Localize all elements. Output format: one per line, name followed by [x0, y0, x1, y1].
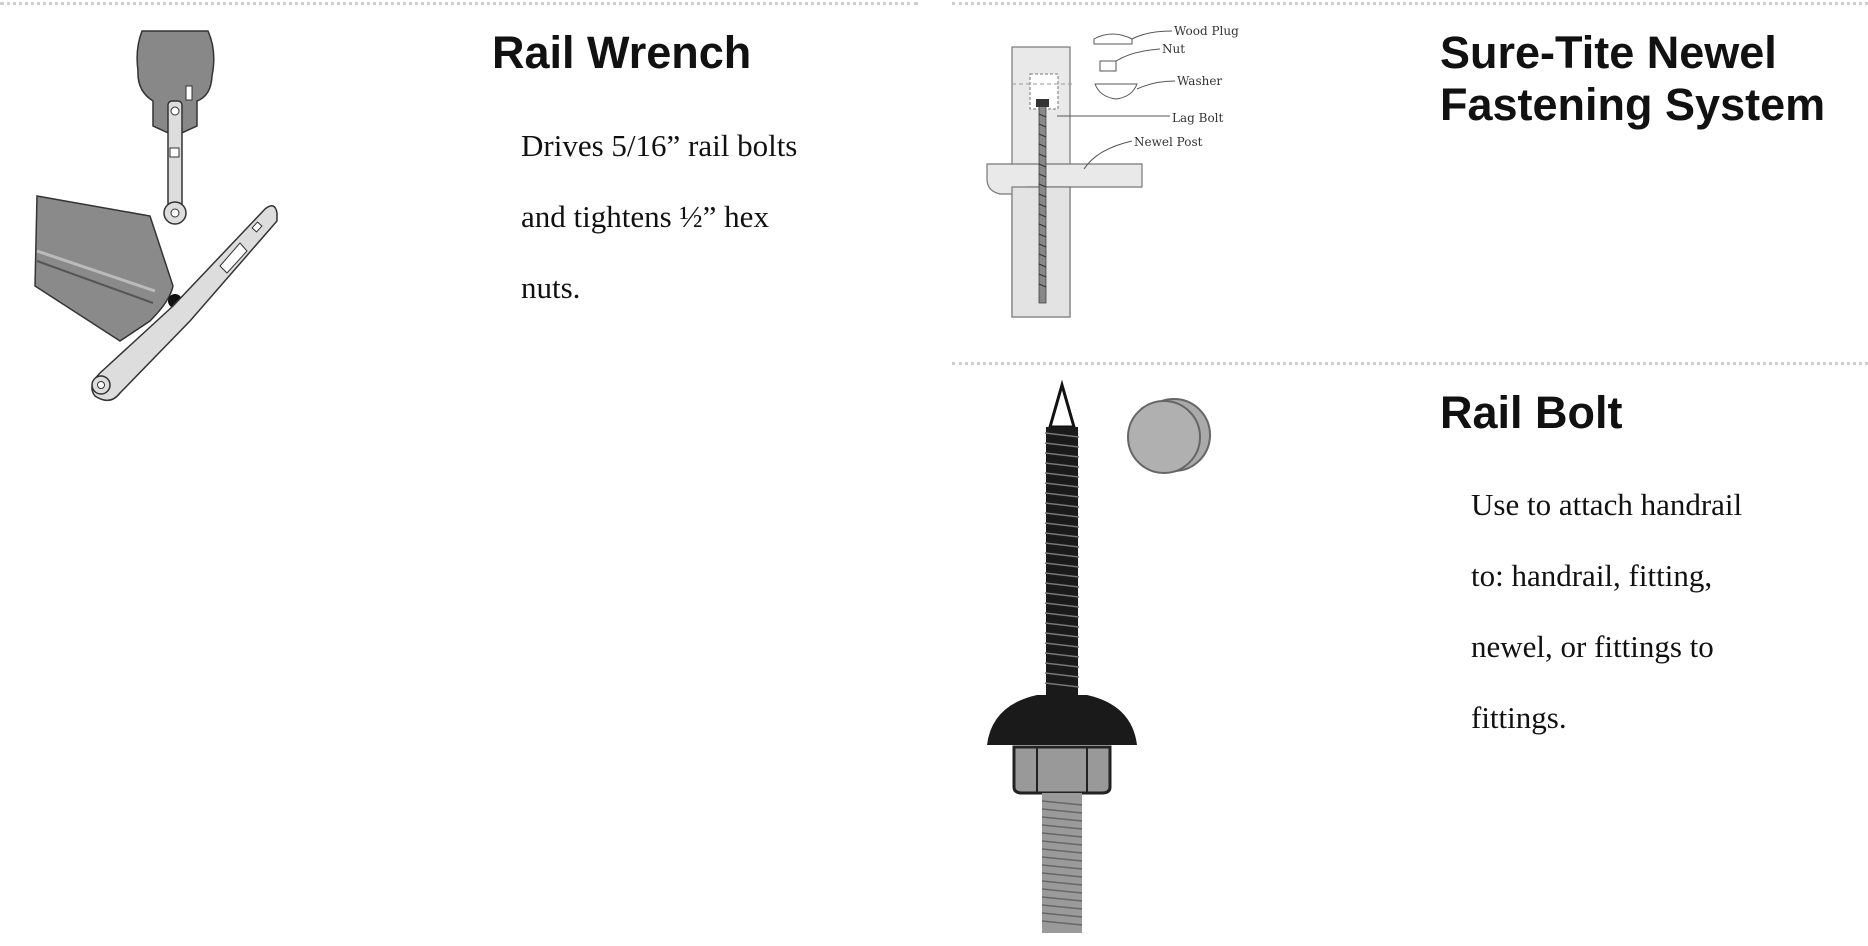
- description-line: to: handrail, fitting,: [1471, 558, 1713, 593]
- rail-wrench-panel: Rail Wrench Drives 5/16” rail bolts and …: [0, 2, 918, 946]
- newel-fastening-diagram-icon: Wood Plug Nut Washer Lag Bolt Newel Post: [986, 24, 1239, 318]
- newel-fastening-panel: Wood Plug Nut Washer Lag Bolt Newel Post…: [952, 2, 1868, 362]
- label-nut: Nut: [1162, 42, 1185, 56]
- title-line: Sure-Tite Newel: [1440, 27, 1777, 78]
- label-lag-bolt: Lag Bolt: [1172, 111, 1224, 125]
- rail-wrench-description: Drives 5/16” rail bolts and tightens ½” …: [521, 110, 797, 323]
- description-line: newel, or fittings to: [1471, 629, 1714, 664]
- label-wood-plug: Wood Plug: [1174, 24, 1239, 38]
- rail-bolt-title: Rail Bolt: [1440, 387, 1623, 438]
- rail-bolt-icon: [987, 379, 1211, 933]
- title-line: Fastening System: [1440, 79, 1826, 130]
- description-line: Use to attach handrail: [1471, 487, 1743, 522]
- newel-fastening-title: Sure-Tite Newel Fastening System: [1440, 27, 1825, 131]
- rail-bolt-panel: Rail Bolt Use to attach handrail to: han…: [952, 362, 1868, 946]
- label-washer: Washer: [1177, 74, 1222, 88]
- description-line: and tightens ½” hex: [521, 199, 769, 234]
- description-line: nuts.: [521, 270, 581, 305]
- rail-bolt-description: Use to attach handrail to: handrail, fit…: [1471, 469, 1742, 753]
- rail-wrench-icon: [34, 30, 278, 402]
- label-newel-post: Newel Post: [1134, 135, 1203, 149]
- description-line: Drives 5/16” rail bolts: [521, 128, 798, 163]
- rail-wrench-title: Rail Wrench: [492, 27, 752, 78]
- description-line: fittings.: [1471, 700, 1567, 735]
